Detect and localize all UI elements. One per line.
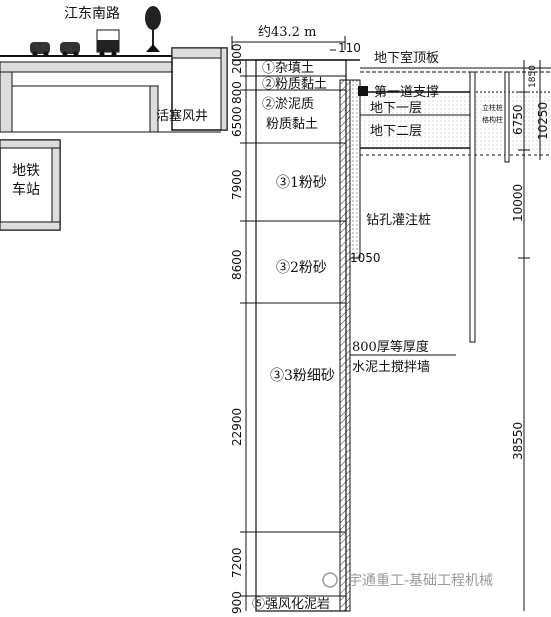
right-dims: 1850 6750 10250 10000 38550 [511, 60, 550, 611]
layer-1-label: ①杂填土 [262, 61, 314, 76]
car-icon [30, 42, 50, 57]
offset-label: 110 [338, 41, 361, 55]
metro-label-2: 车站 [12, 181, 40, 198]
metro-label-1: 地铁 [12, 163, 40, 179]
b2-label: 地下二层 [370, 124, 422, 139]
layer-5-label: ③2粉砂 [276, 260, 327, 276]
layer-8-label: ⑤强风化泥岩 [252, 597, 330, 612]
watermark-text: 宇通重工-基础工程机械 [348, 572, 493, 589]
truck-icon [96, 29, 120, 57]
b1-label: 地下一层 [370, 101, 422, 116]
bored-pile-label: 钻孔灌注桩 [366, 213, 431, 228]
soil-column [232, 59, 360, 612]
dim-4: 7900 [230, 169, 244, 200]
rdim-1: 1850 [528, 65, 538, 88]
wall-label-2: 水泥土搅拌墙 [352, 359, 430, 375]
excavation: 地下室顶板 第一道支撑 地下一层 地下二层 钻孔灌注桩 1050 800厚等厚度… [349, 50, 551, 375]
column-pile-label: 立柱桩 [482, 103, 503, 112]
layer-3-label-a: ②淤泥质 [262, 97, 314, 112]
left-structures: 活塞风井 地铁 车站 [0, 47, 228, 231]
dim-1: 2000 [230, 43, 244, 74]
rdim-4: 10000 [511, 184, 525, 222]
pile-dim-label: 1050 [350, 251, 381, 265]
dim-5: 8600 [230, 249, 244, 280]
dim-3: 6500 [230, 106, 244, 137]
road-label: 江东南路 [64, 6, 120, 22]
thickness-dims: 2000 800 6500 7900 8600 22900 7200 900 [230, 43, 244, 614]
layer-labels: ①杂填土 ②粉质黏土 ②淤泥质 粉质黏土 ③1粉砂 ③2粉砂 ③3粉细砂 ⑤强风… [252, 61, 335, 612]
wall-label-1: 800厚等厚度 [352, 339, 429, 355]
layer-2-label: ②粉质黏土 [262, 76, 327, 92]
lattice-column-label: 格构柱 [482, 115, 503, 124]
dim-7: 7200 [230, 547, 244, 578]
rdim-3: 10250 [536, 102, 550, 140]
rdim-5: 38550 [511, 422, 525, 460]
dim-6: 22900 [230, 408, 244, 446]
rdim-2: 6750 [511, 104, 525, 135]
dim-2: 800 [230, 81, 244, 104]
car-icon [60, 42, 80, 57]
layer-4-label: ③1粉砂 [276, 175, 327, 191]
width-label: 约43.2 m [258, 25, 316, 40]
street-scene: 江东南路 [0, 6, 172, 63]
tree-icon [145, 6, 161, 52]
layer-6-label: ③3粉细砂 [270, 368, 335, 384]
watermark: 宇通重工-基础工程机械 [322, 572, 493, 589]
first-support-label: 第一道支撑 [374, 85, 439, 100]
vent-shaft-label: 活塞风井 [156, 108, 208, 124]
roof-slab-label: 地下室顶板 [374, 50, 439, 66]
dim-8: 900 [230, 591, 244, 614]
width-dimension: 约43.2 m 110 [231, 25, 361, 55]
layer-3-label-b: 粉质黏土 [266, 116, 318, 132]
